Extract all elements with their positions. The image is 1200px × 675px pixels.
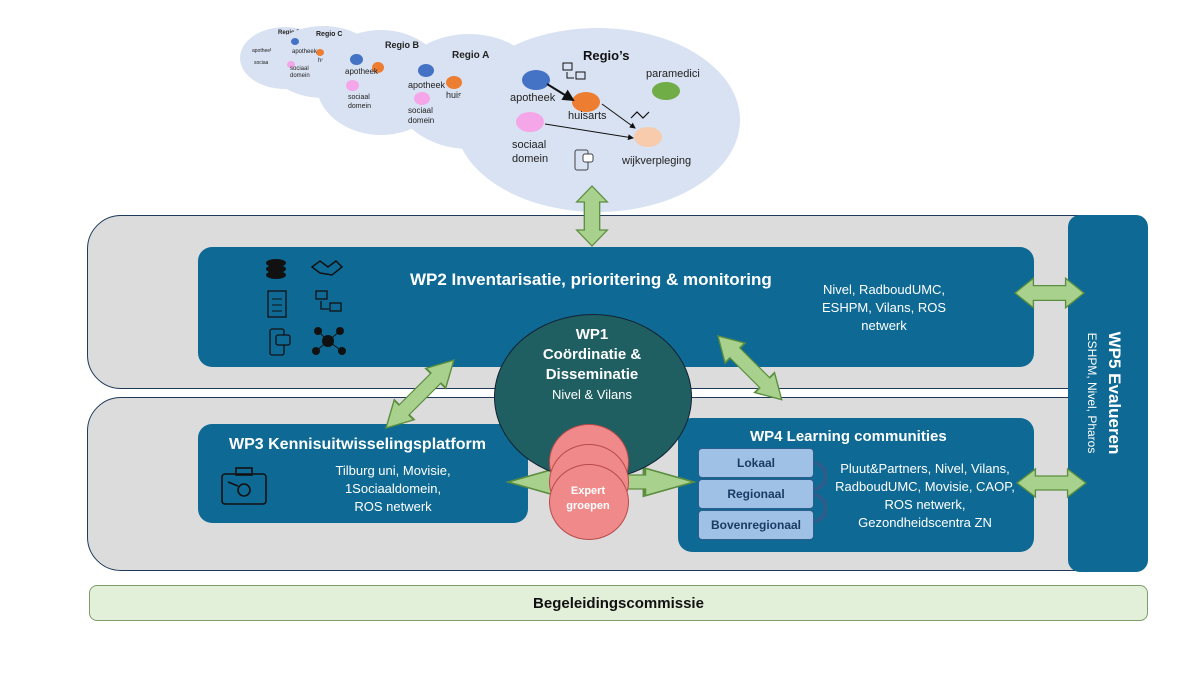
wp1-subtitle-2: Disseminatie xyxy=(545,366,639,383)
network-icon xyxy=(312,327,346,355)
document-icon xyxy=(267,290,287,318)
level-lokaal: Lokaal xyxy=(698,448,814,478)
region-main-title: Regio’s xyxy=(583,48,630,63)
wp2-partners: Nivel, RadboudUMC, ESHPM, Vilans, ROS ne… xyxy=(804,281,964,335)
wp4-title: WP4 Learning communities xyxy=(750,428,947,445)
label-paramedici: paramedici xyxy=(646,68,700,80)
wp4-partner-line: ROS netwerk, xyxy=(884,497,966,512)
wp2-partner-line: netwerk xyxy=(861,318,907,333)
wp1-title: WP1 xyxy=(575,326,609,343)
begeleidingscommissie-bar: Begeleidingscommissie xyxy=(89,585,1148,621)
arrow-wp2-wp5 xyxy=(1014,277,1085,309)
coins-icon xyxy=(266,259,286,279)
label-huisarts: huisarts xyxy=(568,110,607,122)
node-sociaal-domein xyxy=(516,112,544,132)
wp1-partners: Nivel & Vilans xyxy=(552,387,632,402)
node-apotheek xyxy=(522,70,550,90)
region-cloud-main xyxy=(455,28,740,212)
arrow-wp2-wp3 xyxy=(375,349,465,439)
expert-line-2: groepen xyxy=(566,500,610,512)
wp3-partners: Tilburg uni, Movisie, 1Sociaaldomein, RO… xyxy=(318,462,468,516)
region-a-node-sociaal xyxy=(414,92,430,105)
label-wijkverpleging: wijkverpleging xyxy=(622,155,692,167)
node-paramedici xyxy=(652,82,680,100)
region-c-node-sociaal xyxy=(287,61,295,68)
region-a-huis: huis xyxy=(446,90,463,100)
node-wijkverpleging xyxy=(634,127,662,147)
node-huisarts xyxy=(572,92,600,112)
wp5-box: WP5 Evalueren ESHPM, Nivel, Pharos xyxy=(1068,215,1148,572)
label-apotheek: apotheek xyxy=(510,92,556,104)
toolbox-icon xyxy=(221,467,267,505)
wp3-title: WP3 Kennisuitwisselingsplatform xyxy=(229,436,486,453)
wp1-subtitle-1: Coördinatie & xyxy=(542,346,642,363)
region-d-apotheek: apotheek xyxy=(252,48,273,54)
wp2-partner-line: ESHPM, Vilans, ROS xyxy=(821,300,947,315)
region-c-sociaal: sociaal domein xyxy=(290,66,310,79)
wp4-partner-line: Gezondheidscentra ZN xyxy=(858,515,992,530)
wp2-icons xyxy=(266,259,346,356)
handshake-icon xyxy=(310,260,344,276)
region-a-sociaal: sociaal domein xyxy=(408,106,435,125)
expert-label: Expert groepen xyxy=(549,484,627,514)
arrow-regions-wp2 xyxy=(575,185,609,247)
region-b-apotheek: apotheek xyxy=(345,67,378,76)
region-b-node-huisarts xyxy=(372,62,384,73)
region-c-title: Regio C xyxy=(316,31,343,38)
arrow-wp1-wp4 xyxy=(707,325,793,411)
app-icon xyxy=(269,328,291,356)
level-links xyxy=(813,461,828,523)
region-b-sociaal: sociaal domein xyxy=(348,94,371,110)
level-bovenregionaal: Bovenregionaal xyxy=(698,510,814,540)
wp3-partner-line: 1Sociaaldomein, xyxy=(344,481,442,496)
region-a-title: Regio A xyxy=(452,50,490,61)
wp3-partner-line: Tilburg uni, Movisie, xyxy=(335,463,451,478)
wp4-partner-line: RadboudUMC, Movisie, CAOP, xyxy=(835,479,1015,494)
region-b-title: Regio B xyxy=(385,40,420,50)
region-b-node-sociaal xyxy=(346,80,359,91)
wp3-box: WP3 Kennisuitwisselingsplatform Tilburg … xyxy=(198,424,528,523)
wp2-partner-line: Nivel, RadboudUMC, xyxy=(822,282,946,297)
label-sociaal-domein: sociaal domein xyxy=(512,139,549,165)
wp3-partner-line: ROS netwerk xyxy=(354,499,432,514)
region-a-node-huisarts xyxy=(446,76,462,89)
arrow-wp4-wp5 xyxy=(1016,468,1087,498)
expert-circle-front xyxy=(549,464,629,540)
level-regionaal: Regionaal xyxy=(698,479,814,509)
expert-line-1: Expert xyxy=(570,485,606,497)
exchange-icon xyxy=(315,290,342,312)
region-b-node-apotheek xyxy=(350,54,363,65)
region-connections xyxy=(544,62,650,171)
region-c-apotheek: apotheek xyxy=(292,49,317,55)
wp2-title: WP2 Inventarisatie, prioritering & monit… xyxy=(410,270,772,289)
region-a-apotheek: apotheek xyxy=(408,80,446,90)
begeleidingscommissie-label: Begeleidingscommissie xyxy=(533,594,704,612)
wp1-text: WP1 Coördinatie & Disseminatie Nivel & V… xyxy=(494,325,690,405)
region-c-node-huisarts xyxy=(316,49,324,56)
wp4-partner-line: Pluut&Partners, Nivel, Vilans, xyxy=(840,461,1010,476)
region-a-node-apotheek xyxy=(418,64,434,77)
region-c-node-apotheek xyxy=(291,38,299,45)
wp4-partners: Pluut&Partners, Nivel, Vilans, RadboudUM… xyxy=(830,460,1020,532)
